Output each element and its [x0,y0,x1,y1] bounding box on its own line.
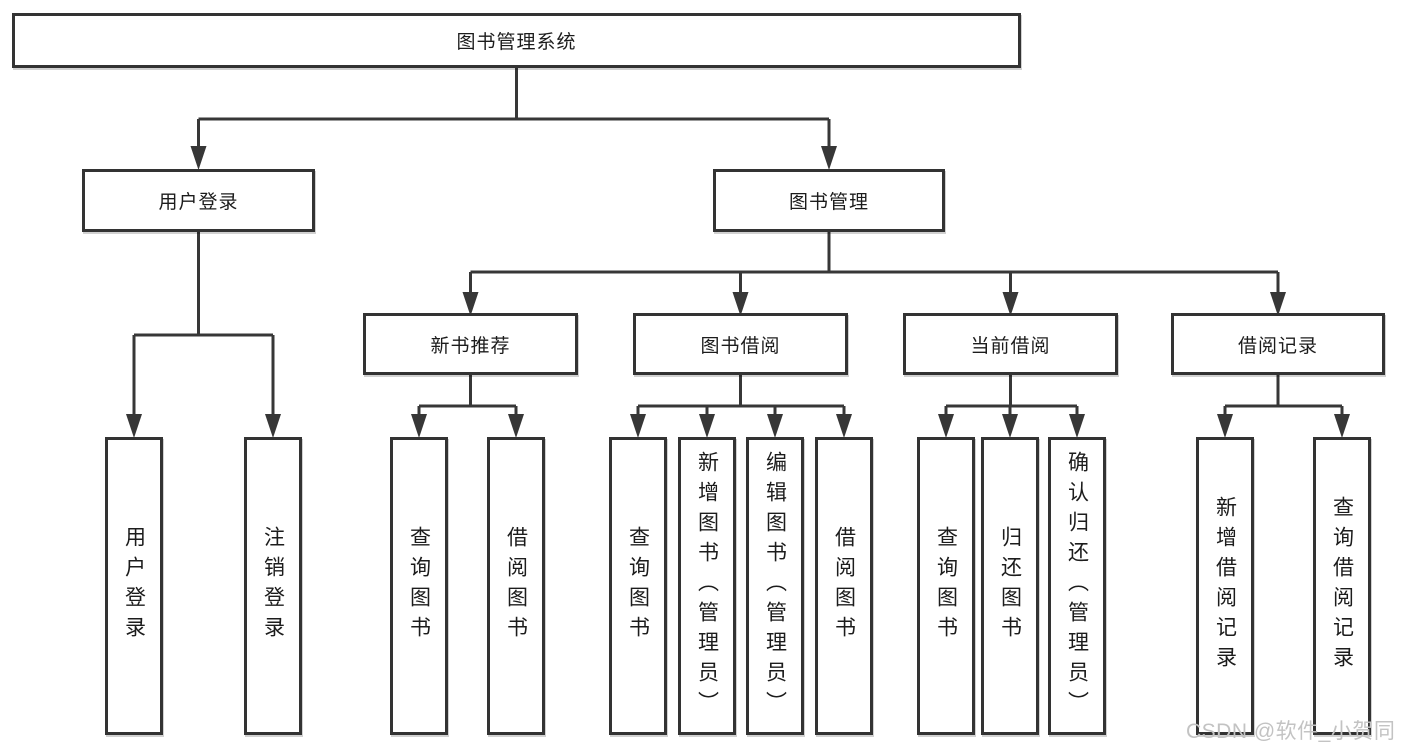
leaf-label: 编辑图书（管理员） [763,451,787,721]
node-new-book-recommend: 新书推荐 [363,313,578,375]
node-user-login: 用户登录 [82,169,315,232]
node-current-borrowing: 当前借阅 [903,313,1118,375]
leaf-label: 归还图书 [998,526,1022,646]
leaf-edit-books-admin: 编辑图书（管理员） [746,437,804,735]
leaf-label: 查询图书 [407,526,431,646]
leaf-query-books-current: 查询图书 [917,437,975,735]
connector-borrow-records-to-leaves [1217,375,1350,438]
connector-new-books-to-leaves [411,375,524,438]
node-book-management: 图书管理 [713,169,945,232]
leaf-borrow-books-recommend: 借阅图书 [487,437,545,735]
connector-book-borrow-to-leaves [630,375,852,438]
leaf-return-books: 归还图书 [981,437,1039,735]
node-book-borrowing: 图书借阅 [633,313,848,375]
connector-book-mgmt-to-level3 [462,232,1286,316]
leaf-borrow-books: 借阅图书 [815,437,873,735]
leaf-label: 查询借阅记录 [1330,496,1354,676]
leaf-label: 新增图书（管理员） [695,451,719,721]
leaf-logout: 注销登录 [244,437,302,735]
node-root-library-system: 图书管理系统 [12,13,1021,68]
connector-current-borrow-to-leaves [938,375,1085,438]
leaf-label: 借阅图书 [504,526,528,646]
leaf-label: 借阅图书 [832,526,856,646]
leaf-user-login: 用户登录 [105,437,163,735]
leaf-label: 新增借阅记录 [1213,496,1237,676]
leaf-add-books-admin: 新增图书（管理员） [678,437,736,735]
leaf-add-borrow-record: 新增借阅记录 [1196,437,1254,735]
leaf-query-books-recommend: 查询图书 [390,437,448,735]
leaf-label: 查询图书 [934,526,958,646]
leaf-confirm-return-admin: 确认归还（管理员） [1048,437,1106,735]
leaf-label: 用户登录 [122,526,146,646]
leaf-label: 确认归还（管理员） [1065,451,1089,721]
connector-user-login-to-leaves [126,232,281,438]
csdn-watermark: CSDN @软件_小贺同学 [1186,720,1396,743]
leaf-query-books-borrowing: 查询图书 [609,437,667,735]
leaf-label: 注销登录 [261,526,285,646]
leaf-query-borrow-record: 查询借阅记录 [1313,437,1371,735]
node-borrowing-records: 借阅记录 [1171,313,1385,375]
leaf-label: 查询图书 [626,526,650,646]
connector-root-to-level2 [190,68,837,170]
